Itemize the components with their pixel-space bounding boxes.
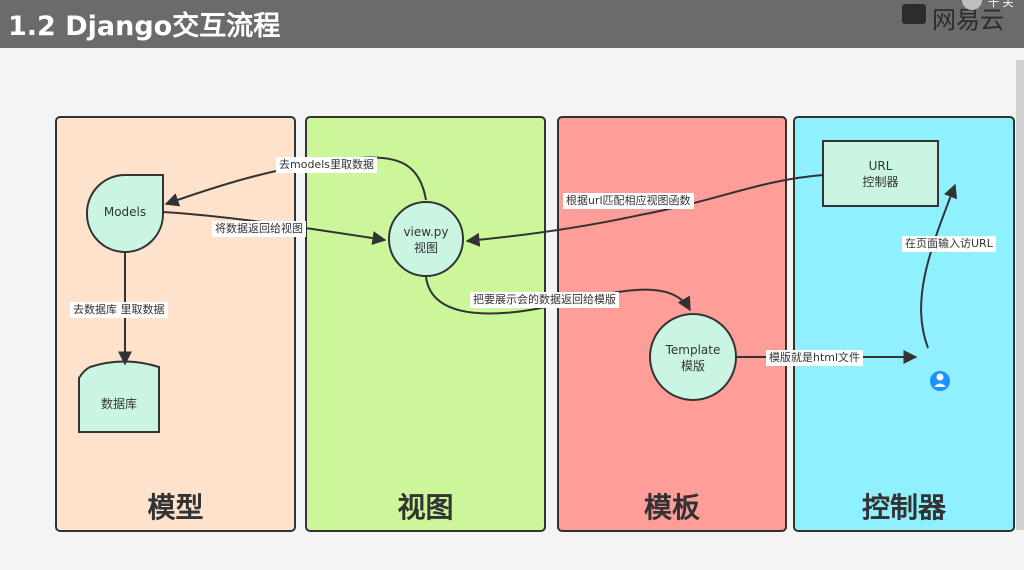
template-node-label-1: Template xyxy=(665,343,721,357)
edge-url-to-view xyxy=(465,174,824,247)
edge-user-to-url xyxy=(920,183,958,349)
models-node-label: Models xyxy=(103,205,147,219)
edge-label-user-to-url: 在页面输入访URL xyxy=(902,236,996,252)
edge-label-view-to-template: 把要展示会的数据返回给模版 xyxy=(470,292,619,308)
view-node xyxy=(388,201,464,277)
url-node xyxy=(822,140,939,207)
user-icon xyxy=(930,371,950,391)
database-node-label: 数据库 xyxy=(100,397,137,411)
scrollbar[interactable] xyxy=(1016,60,1024,530)
database-node xyxy=(78,360,160,433)
view-panel-label: 视图 xyxy=(397,491,454,524)
edge-label-view-to-models: 去models里取数据 xyxy=(276,157,377,173)
watermark-logo-icon xyxy=(902,4,926,24)
view-node-label-1: view.py xyxy=(403,225,449,239)
title-bar: 1.2 Django交互流程 网易云 十 关 xyxy=(0,0,1024,48)
template-panel-label: 模板 xyxy=(643,491,700,524)
edge-label-models-to-view: 将数据返回给视图 xyxy=(212,221,306,237)
slide-title: 1.2 Django交互流程 xyxy=(8,11,281,42)
view-node-label-2: 视图 xyxy=(413,241,438,255)
edge-label-url-to-view: 根据url匹配相应视图函数 xyxy=(563,193,694,209)
edge-label-template-to-user: 模版就是html文件 xyxy=(766,350,864,366)
url-node-label-2: 控制器 xyxy=(862,175,899,189)
template-node-label-2: 模版 xyxy=(680,359,705,373)
watermark-text: 网易云 xyxy=(932,6,1004,34)
template-panel: 模板 xyxy=(557,116,787,532)
models-node xyxy=(85,173,164,254)
controller-panel-label: 控制器 xyxy=(861,491,946,524)
url-node-label-1: URL xyxy=(868,159,893,173)
follow-button[interactable]: 十 关 xyxy=(988,0,1014,9)
model-panel-label: 模型 xyxy=(147,491,204,524)
edge-label-models-to-db: 去数据库 里取数据 xyxy=(70,302,168,318)
avatar[interactable] xyxy=(962,0,982,10)
model-panel: 模型 xyxy=(55,116,296,532)
view-panel: 视图 xyxy=(305,116,546,532)
